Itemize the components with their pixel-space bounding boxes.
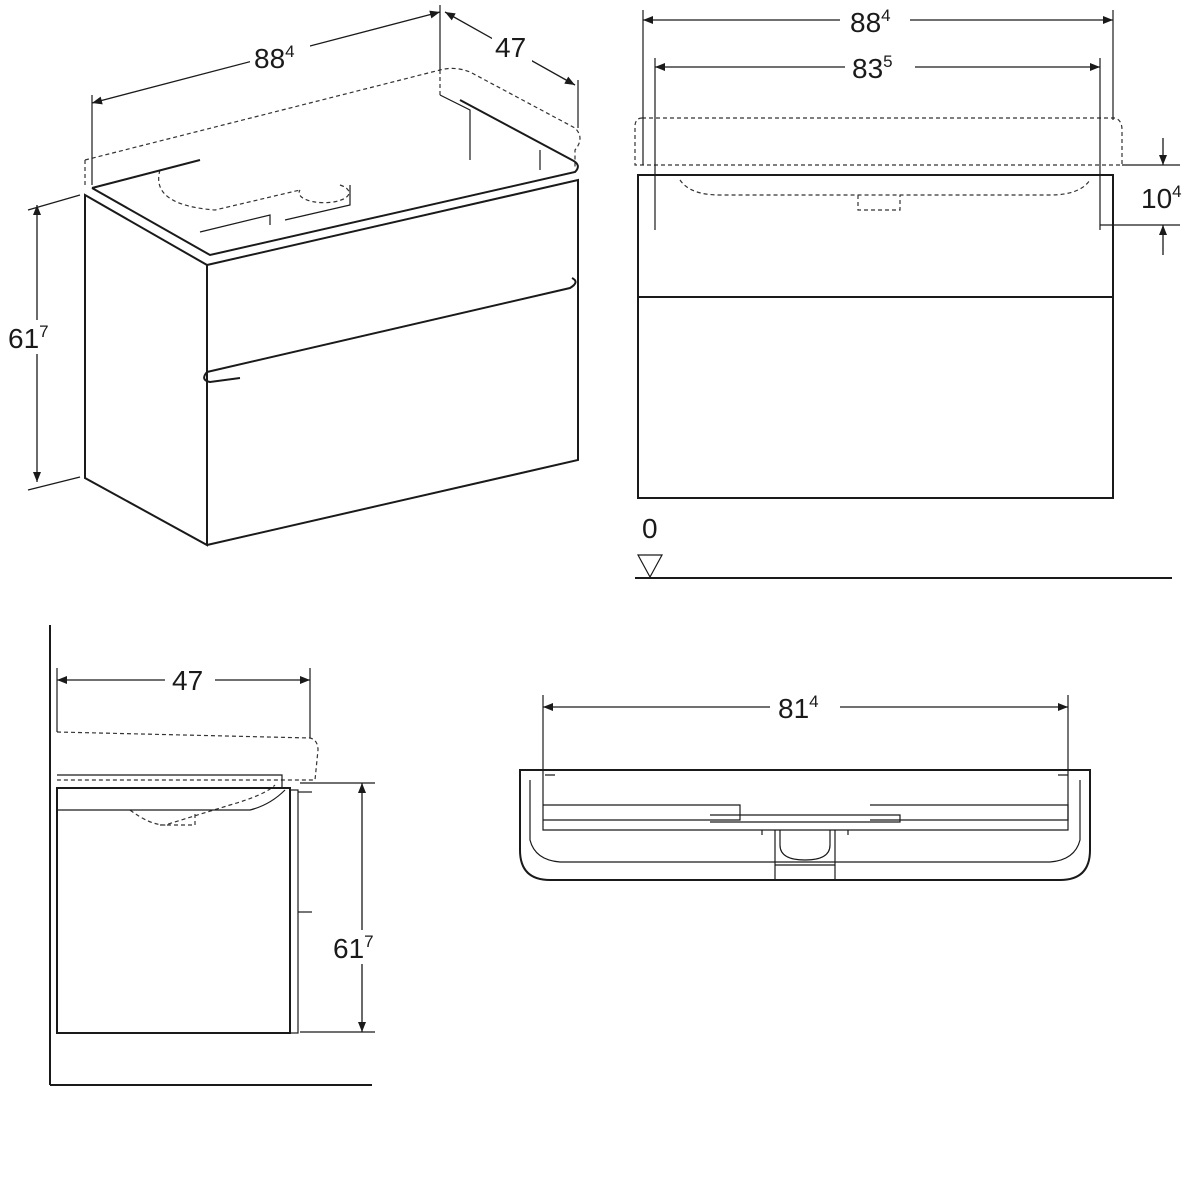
- cabinet-inner-frame: [199, 94, 541, 233]
- cabinet-inner-outline: [529, 780, 1081, 863]
- cabinet-top-frame: [91, 99, 579, 257]
- side-depth-label: 47: [172, 665, 203, 696]
- iso-depth-label: 47: [495, 32, 526, 63]
- countertop: [57, 774, 286, 811]
- isometric-view: 884 47 617: [5, 5, 581, 547]
- side-height-label: 617: [333, 932, 374, 964]
- floor-level-label: 0: [642, 513, 658, 544]
- siphon-cutout: [761, 830, 849, 880]
- drawer-inner-frame: [543, 804, 1069, 823]
- basin-offset-label: 104: [1141, 182, 1182, 214]
- basin-bowl-dashed: [679, 179, 1091, 211]
- siphon-cutout-curve: [779, 830, 831, 861]
- basin-bowl-dashed: [129, 784, 276, 826]
- basin-outline-dashed: [56, 731, 319, 781]
- drawer-divider: [203, 277, 577, 384]
- drawer-front: [289, 789, 299, 1034]
- cabinet-side: [84, 193, 208, 547]
- side-view: 47 617: [49, 625, 390, 1086]
- plan-view: 814: [519, 690, 1091, 881]
- basin-bowl-dashed: [158, 169, 350, 211]
- floor-level-marker-icon: [636, 554, 664, 579]
- iso-width-label: 884: [254, 42, 295, 74]
- front-overall-width-label: 884: [850, 6, 891, 38]
- plan-width-label: 814: [778, 692, 819, 724]
- basin-top-dashed: [634, 117, 1123, 166]
- drawer-box: [542, 770, 1069, 831]
- front-view: 884 835 104 0: [634, 4, 1182, 579]
- front-inner-width-label: 835: [852, 52, 893, 84]
- iso-height-label: 617: [8, 322, 49, 354]
- cabinet-front: [206, 178, 579, 546]
- cabinet-front: [637, 174, 1114, 499]
- cabinet-outline: [519, 769, 1091, 881]
- cabinet-side: [56, 787, 291, 1034]
